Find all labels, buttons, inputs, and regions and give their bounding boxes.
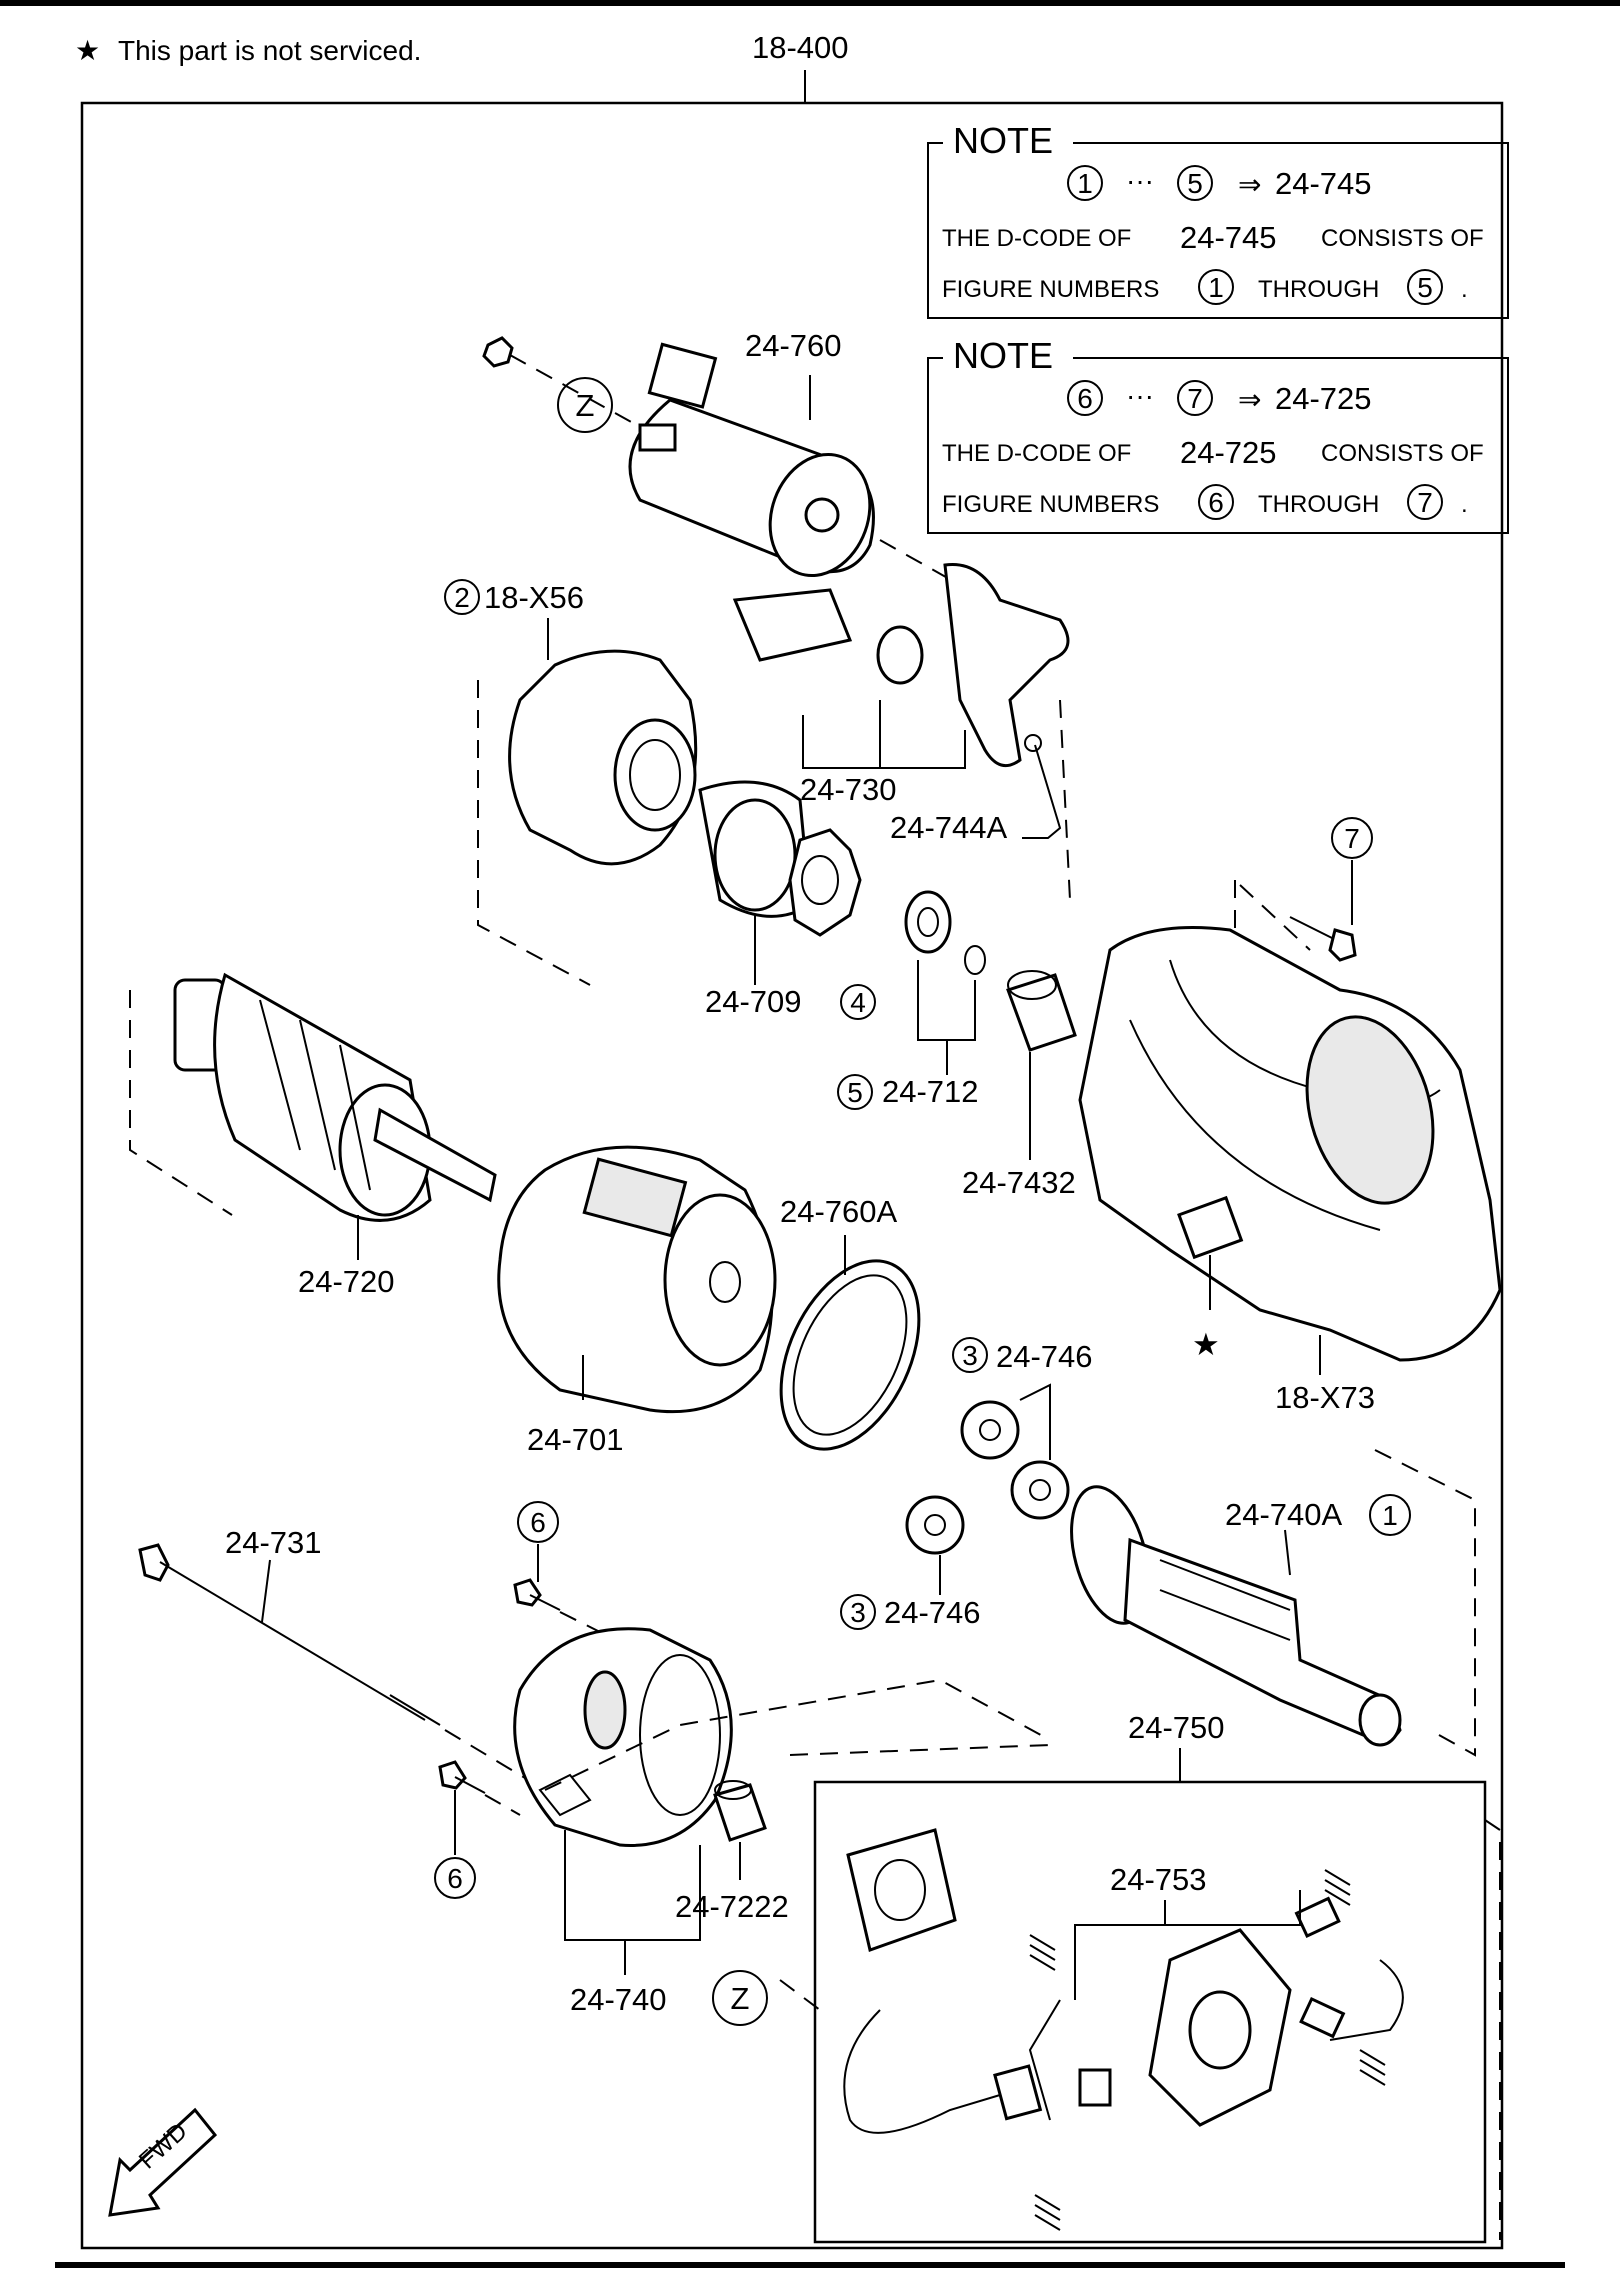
label-24-7222: 24-7222 xyxy=(675,1889,789,1924)
note-arrow: ⇒ xyxy=(1238,384,1261,415)
label-24-709: 24-709 xyxy=(705,984,802,1019)
note-text: THE D-CODE OF xyxy=(942,225,1131,252)
label-24-730: 24-730 xyxy=(800,772,897,807)
not-serviced-note: This part is not serviced. xyxy=(118,35,421,66)
label-24-720: 24-720 xyxy=(298,1264,395,1299)
assembly-code: 18-400 xyxy=(752,30,849,65)
armature xyxy=(129,972,497,1222)
label-24-740A: 24-740A xyxy=(1225,1497,1343,1532)
forward-direction-arrow-icon: FWD xyxy=(108,2107,218,2217)
note-figure-start: 6 xyxy=(1208,487,1224,518)
label-24-744A: 24-744A xyxy=(890,810,1008,845)
star-marker: ★ xyxy=(1192,1327,1220,1362)
note-figure-start: 1 xyxy=(1208,272,1224,303)
label-18-X73: 18-X73 xyxy=(1275,1380,1375,1415)
callout-6: 6 xyxy=(447,1863,463,1894)
stop-ring xyxy=(904,890,952,954)
note-text: FIGURE NUMBERS xyxy=(942,491,1159,518)
note-text: . xyxy=(1461,276,1468,303)
callout-3: 3 xyxy=(962,1340,978,1371)
note-text: THE D-CODE OF xyxy=(942,440,1131,467)
note-text: THROUGH xyxy=(1258,491,1379,518)
through-bolt xyxy=(138,1543,546,1791)
housing-screw xyxy=(1239,884,1357,962)
yoke xyxy=(497,1145,777,1414)
note-ellipsis: ··· xyxy=(1126,165,1154,196)
front-cover xyxy=(477,649,698,986)
note-text: FIGURE NUMBERS xyxy=(942,276,1159,303)
label-24-712: 24-712 xyxy=(882,1074,979,1109)
rear-screw-upper xyxy=(513,1578,601,1633)
note-text: THROUGH xyxy=(1258,276,1379,303)
brush-holder-assembly xyxy=(843,1828,1404,2231)
note-code: 24-725 xyxy=(1275,381,1372,416)
note-ellipsis: ··· xyxy=(1126,380,1154,411)
note-arrow: ⇒ xyxy=(1238,169,1261,200)
label-24-746: 24-746 xyxy=(996,1339,1093,1374)
note-text: CONSISTS OF xyxy=(1321,440,1484,467)
note-range-end: 5 xyxy=(1187,168,1203,199)
note-box-1: NOTE 1 ··· 5 ⇒ 24-745 THE D-CODE OF 24-7… xyxy=(927,120,1509,319)
star-symbol: ★ xyxy=(75,35,100,66)
label-24-750: 24-750 xyxy=(1128,1710,1225,1745)
solenoid-switch xyxy=(482,336,961,586)
note-figure-end: 7 xyxy=(1417,487,1433,518)
note-box-2: NOTE 6 ··· 7 ⇒ 24-725 THE D-CODE OF 24-7… xyxy=(927,335,1509,534)
label-24-7432: 24-7432 xyxy=(962,1165,1076,1200)
rear-screw-lower xyxy=(438,1760,521,1816)
brush-holder-box xyxy=(813,1780,1487,2244)
internal-gear-ring xyxy=(779,1259,921,1451)
note-title: NOTE xyxy=(953,335,1053,376)
bottom-rule xyxy=(55,2262,1565,2268)
planetary-gears xyxy=(905,1400,1070,1555)
note-range-end: 7 xyxy=(1187,383,1203,414)
callout-z: Z xyxy=(731,1981,750,2016)
callout-z: Z xyxy=(576,388,595,423)
callout-5: 5 xyxy=(847,1077,863,1108)
rear-cover xyxy=(513,1627,733,1847)
diagram-frame xyxy=(80,101,1504,2250)
callout-2: 2 xyxy=(454,582,470,613)
drive-housing xyxy=(1078,880,1502,1362)
note-text: CONSISTS OF xyxy=(1321,225,1484,252)
callout-1: 1 xyxy=(1382,1500,1398,1531)
note-figure-end: 5 xyxy=(1417,272,1433,303)
bushing xyxy=(1006,973,1077,1052)
label-24-740: 24-740 xyxy=(570,1982,667,2017)
rear-bushing xyxy=(713,1783,767,1842)
note-text-code: 24-745 xyxy=(1180,220,1277,255)
callout-7: 7 xyxy=(1344,823,1360,854)
planet-carrier-shaft xyxy=(1070,1449,1476,1757)
note-range-start: 6 xyxy=(1077,383,1093,414)
note-code: 24-745 xyxy=(1275,166,1372,201)
note-title: NOTE xyxy=(953,120,1053,161)
label-24-760A: 24-760A xyxy=(780,1194,898,1229)
top-rule xyxy=(0,0,1620,6)
callout-3: 3 xyxy=(850,1597,866,1628)
overrunning-clutch xyxy=(698,780,862,937)
label-24-701: 24-701 xyxy=(527,1422,624,1457)
label-24-746: 24-746 xyxy=(884,1595,981,1630)
callout-6: 6 xyxy=(530,1507,546,1538)
note-text: . xyxy=(1461,491,1468,518)
label-18-X56: 18-X56 xyxy=(484,580,584,615)
label-24-753: 24-753 xyxy=(1110,1862,1207,1897)
note-text-code: 24-725 xyxy=(1180,435,1277,470)
callout-4: 4 xyxy=(850,987,866,1018)
note-range-start: 1 xyxy=(1077,168,1093,199)
label-24-731: 24-731 xyxy=(225,1525,322,1560)
label-24-760: 24-760 xyxy=(745,328,842,363)
drive-lever-set xyxy=(732,562,1070,768)
